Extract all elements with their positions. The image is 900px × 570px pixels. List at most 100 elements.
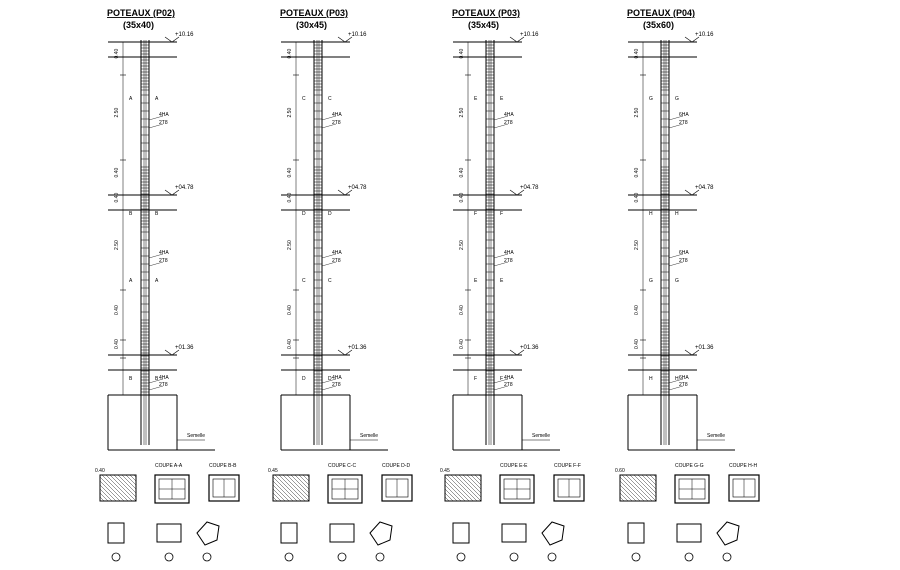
section-marker-right: C <box>328 96 332 102</box>
level-mark <box>344 349 353 356</box>
stirrup-shape-2 <box>156 523 182 543</box>
hatch-line <box>619 484 637 502</box>
column-title: POTEAUX (P04) <box>627 8 695 18</box>
hatch-line <box>272 492 282 502</box>
coupe-title-2: COUPE F-F <box>554 463 581 469</box>
coupe-outline-1 <box>499 474 535 504</box>
level-label: +04.78 <box>695 185 714 191</box>
column-title: POTEAUX (P03) <box>452 8 520 18</box>
rebar-callout: 4HA <box>504 112 514 118</box>
level-mark <box>509 349 518 356</box>
column-size: (35x45) <box>468 20 499 30</box>
column-group-3: POTEAUX (P03)(35x45)+10.16+04.78+01.360.… <box>440 8 585 562</box>
level-mark <box>509 189 518 196</box>
shape-marker-1 <box>456 552 466 562</box>
rebar-callout: 6HA <box>679 375 689 381</box>
column-title: POTEAUX (P02) <box>107 8 175 18</box>
section-marker-right: C <box>328 278 332 284</box>
section-marker-left: C <box>302 278 306 284</box>
hatch-line <box>121 474 137 490</box>
level-label: +10.16 <box>348 32 367 38</box>
hatch-line <box>444 488 458 502</box>
rebar-callout: 2T8 <box>332 120 341 126</box>
coupe-title-2: COUPE D-D <box>382 463 410 469</box>
dimension-value: 0.40 <box>287 168 293 178</box>
dimension-value: 0.40 <box>634 168 640 178</box>
coupe-title-1: COUPE G-G <box>675 463 704 469</box>
level-mark <box>516 189 525 196</box>
section-marker-left: A <box>129 278 133 284</box>
coupe-outline-2 <box>728 474 760 502</box>
callout-leader <box>148 123 164 129</box>
coupe-title-2: COUPE H-H <box>729 463 757 469</box>
hatch-line <box>470 474 482 486</box>
hatch-line <box>99 492 109 502</box>
stirrup-shape-2 <box>329 523 355 543</box>
rebar-callout: 2T8 <box>159 258 168 264</box>
hatch-line <box>450 474 478 502</box>
hatch-line <box>99 496 105 502</box>
rebar-callout: 4HA <box>504 250 514 256</box>
section-marker-left: G <box>649 278 653 284</box>
dimension-value: 0.40 <box>114 339 120 349</box>
level-mark <box>691 36 700 43</box>
level-mark <box>691 349 700 356</box>
section-width-label: 0.45 <box>268 468 278 474</box>
stirrup-shape-3 <box>716 521 740 546</box>
rebar-callout: 4HA <box>159 250 169 256</box>
section-marker-left: H <box>649 376 653 382</box>
dimension-value: 2.50 <box>287 108 293 118</box>
level-mark <box>164 36 173 43</box>
section-marker-right: A <box>155 278 159 284</box>
stirrup-shape-1 <box>452 522 470 544</box>
level-mark <box>509 36 518 43</box>
section-marker-left: G <box>649 96 653 102</box>
section-marker-right: H <box>675 211 679 217</box>
rebar-callout: 6HA <box>679 250 689 256</box>
semelle-label: Semelle <box>707 433 725 439</box>
callout-leader <box>668 253 684 259</box>
rebar-callout: 2T8 <box>679 382 688 388</box>
shape-marker-1 <box>631 552 641 562</box>
rebar-callout: 2T8 <box>504 120 513 126</box>
level-mark <box>344 36 353 43</box>
level-mark <box>516 349 525 356</box>
level-label: +01.36 <box>175 345 194 351</box>
section-marker-right: A <box>155 96 159 102</box>
section-marker-right: D <box>328 211 332 217</box>
hatch-line <box>109 474 137 502</box>
hatch-line <box>454 474 482 502</box>
dimension-value: 0.40 <box>114 193 120 203</box>
callout-leader <box>493 385 509 391</box>
callout-leader <box>493 253 509 259</box>
hatch-line <box>645 474 657 486</box>
dimension-value: 0.40 <box>287 339 293 349</box>
shape-marker-2 <box>337 552 347 562</box>
coupe-outline-2 <box>208 474 240 502</box>
rebar-callout: 2T8 <box>504 258 513 264</box>
dimension-value: 0.40 <box>634 49 640 59</box>
hatch-line <box>99 484 117 502</box>
dimension-value: 2.50 <box>114 240 120 250</box>
dimension-value: 0.40 <box>459 339 465 349</box>
shape-marker-3 <box>375 552 385 562</box>
hatch-line <box>278 474 306 502</box>
hatch-line <box>99 480 121 502</box>
dimension-value: 0.40 <box>114 49 120 59</box>
hatch-line <box>274 474 302 502</box>
level-label: +01.36 <box>695 345 714 351</box>
level-label: +01.36 <box>348 345 367 351</box>
shape-marker-3 <box>722 552 732 562</box>
level-label: +01.36 <box>520 345 539 351</box>
rebar-callout: 2T8 <box>159 382 168 388</box>
callout-leader <box>321 123 337 129</box>
hatch-line <box>619 492 629 502</box>
hatch-line <box>633 474 657 498</box>
coupe-outline-2 <box>381 474 413 502</box>
rebar-callout: 2T8 <box>504 382 513 388</box>
section-marker-right: H <box>675 376 679 382</box>
hatch-line <box>294 474 310 490</box>
column-title: POTEAUX (P03) <box>280 8 348 18</box>
hatch-line <box>446 474 474 502</box>
level-mark <box>171 189 180 196</box>
